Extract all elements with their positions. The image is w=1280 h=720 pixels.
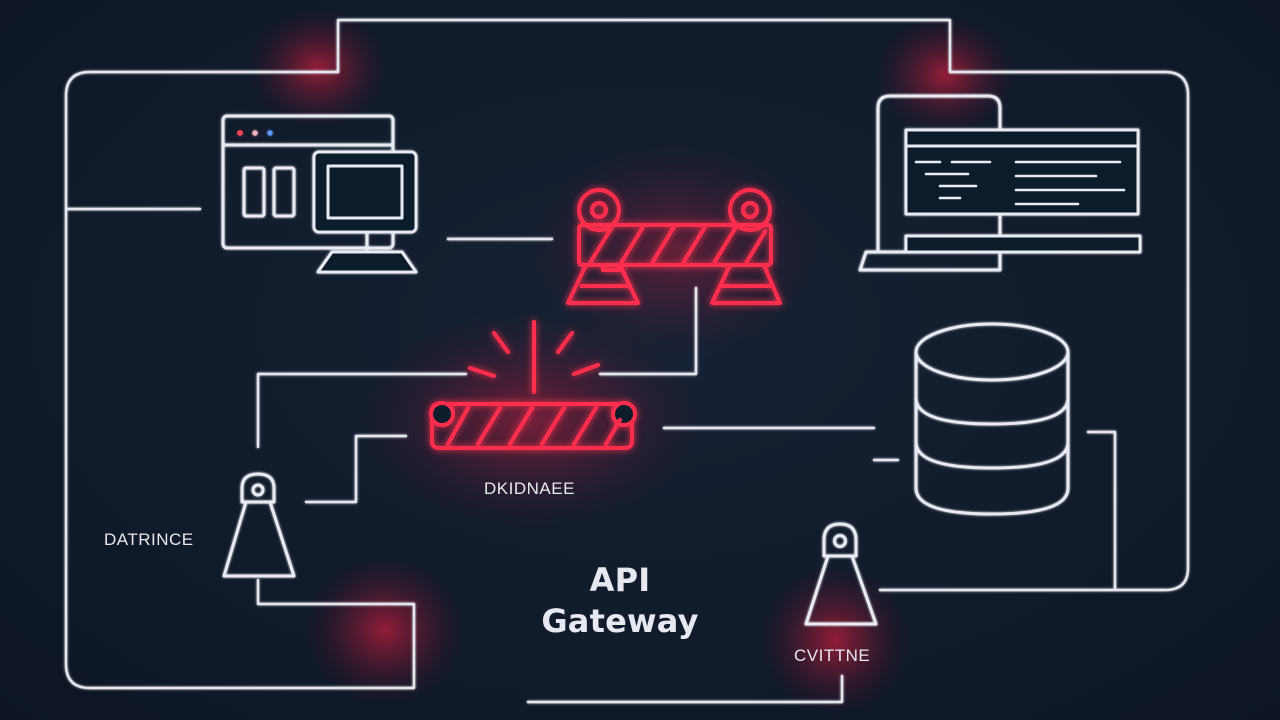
connection-line-left-branch xyxy=(304,434,408,504)
glow-accent xyxy=(248,8,388,128)
glow-accent xyxy=(875,15,1015,135)
title-line-2: Gateway xyxy=(541,602,699,640)
code-editor-monitor-icon xyxy=(858,94,1142,272)
barrier-top-icon xyxy=(566,188,782,305)
title-line-1: API xyxy=(589,561,651,599)
glow-accent xyxy=(760,565,910,715)
barrier-alert-icon xyxy=(429,320,637,450)
right-node-icon xyxy=(804,522,878,626)
database-icon xyxy=(914,322,1070,516)
right-node-label: CVITTNE xyxy=(794,646,871,665)
connection-line-outer-loop xyxy=(64,70,416,690)
connection-line-left-node xyxy=(256,372,468,449)
connection-line-barrier-mid xyxy=(598,286,698,376)
client-computer-icon xyxy=(221,114,418,274)
glow-accent xyxy=(305,555,465,705)
diagram-title: API Gateway xyxy=(520,560,720,642)
connection-line-top xyxy=(336,18,1190,592)
barrier-label: DKIDNAEE xyxy=(484,479,575,498)
connection-line-bottom xyxy=(526,674,844,704)
glow-accent xyxy=(355,310,705,530)
left-node-icon xyxy=(222,472,296,578)
connection-line-database-right xyxy=(1086,430,1117,592)
connection-lines xyxy=(64,18,1190,704)
left-node-label: DATRINCE xyxy=(104,530,194,549)
